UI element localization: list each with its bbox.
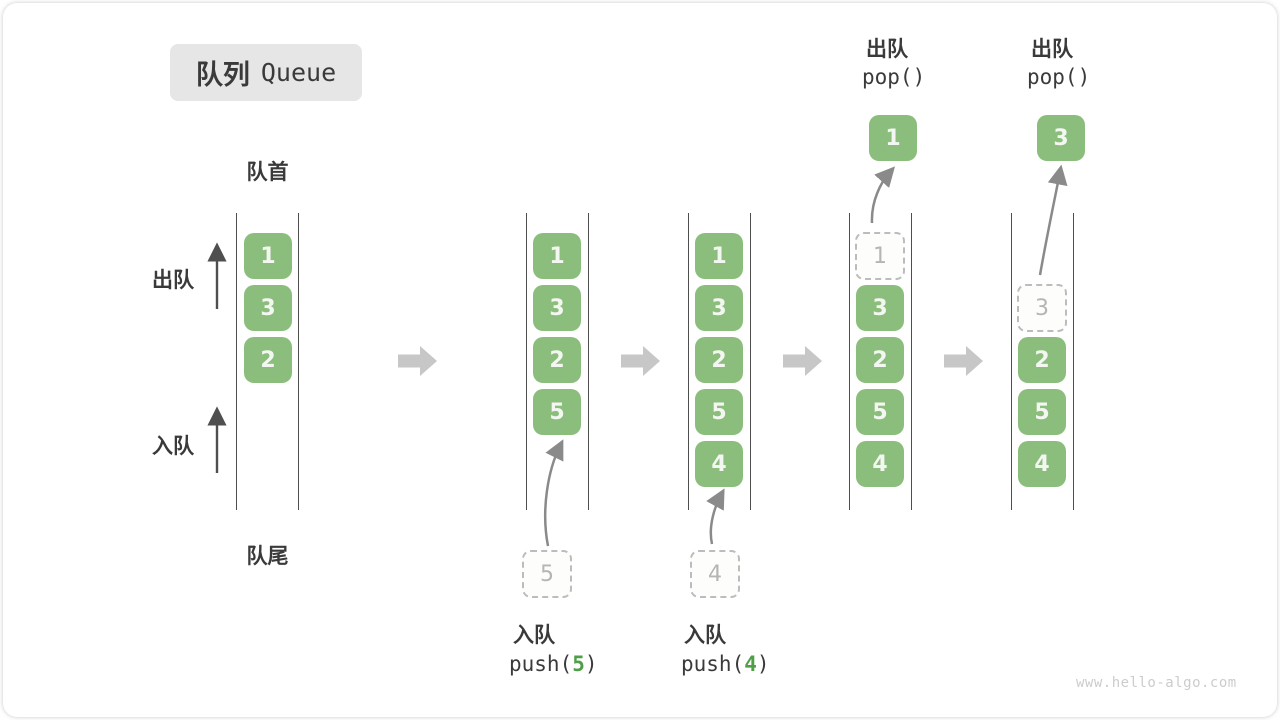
enqueue-label: 入队 xyxy=(152,434,194,458)
push-arrow-icon xyxy=(543,439,564,547)
queue-channel-2 xyxy=(526,213,589,510)
pop1-op-code: pop() xyxy=(862,65,926,89)
code-arg: 4 xyxy=(744,652,757,676)
push5-op-code: push(5) xyxy=(509,652,598,676)
dequeued-ghost-slot: 1 xyxy=(855,232,905,280)
title-zh: 队列 xyxy=(195,60,250,91)
popped-item: 3 xyxy=(1037,115,1085,161)
queue-item: 1 xyxy=(244,233,292,279)
queue-item: 4 xyxy=(856,441,904,487)
queue-item: 3 xyxy=(244,285,292,331)
next-state-arrow-icon xyxy=(783,346,822,376)
pop2-op-label: 出队 xyxy=(1031,37,1073,61)
queue-item: 2 xyxy=(1018,337,1066,383)
staging-ghost-box: 4 xyxy=(690,550,740,598)
queue-item: 5 xyxy=(1018,389,1066,435)
pop2-op-code: pop() xyxy=(1027,65,1091,89)
pop-arrow-icon xyxy=(1038,164,1068,276)
queue-channel-5 xyxy=(1011,213,1074,510)
queue-rear-label: 队尾 xyxy=(246,544,289,568)
queue-item: 5 xyxy=(533,389,581,435)
queue-item: 3 xyxy=(856,285,904,331)
queue-item: 5 xyxy=(695,389,743,435)
title-en: Queue xyxy=(260,58,337,87)
queue-item: 1 xyxy=(533,233,581,279)
queue-channel-3 xyxy=(688,213,751,510)
dequeued-ghost-slot: 3 xyxy=(1017,284,1067,332)
popped-item: 1 xyxy=(869,115,917,161)
watermark: www.hello-algo.com xyxy=(1076,675,1237,691)
pop1-op-label: 出队 xyxy=(866,37,908,61)
next-state-arrow-icon xyxy=(398,346,437,376)
dequeue-up-arrow-icon xyxy=(207,242,227,309)
code-close: ) xyxy=(584,652,598,676)
queue-front-label: 队首 xyxy=(246,160,289,184)
queue-item: 2 xyxy=(856,337,904,383)
push4-op-code: push(4) xyxy=(681,652,770,676)
queue-item: 2 xyxy=(244,337,292,383)
title-box: 队列 Queue xyxy=(170,44,362,101)
queue-channel-1 xyxy=(236,213,299,510)
next-state-arrow-icon xyxy=(621,346,660,376)
code-arg: 5 xyxy=(572,652,585,676)
next-state-arrow-icon xyxy=(944,346,983,376)
pop-arrow-icon xyxy=(870,166,896,224)
code-close: ) xyxy=(756,652,770,676)
code-fn: push( xyxy=(681,652,745,676)
queue-item: 5 xyxy=(856,389,904,435)
queue-item: 2 xyxy=(533,337,581,383)
push4-op-label: 入队 xyxy=(684,623,726,647)
queue-item: 1 xyxy=(695,233,743,279)
queue-item: 3 xyxy=(533,285,581,331)
dequeue-label: 出队 xyxy=(152,268,194,292)
queue-item: 2 xyxy=(695,337,743,383)
enqueue-up-arrow-icon xyxy=(207,406,227,473)
push5-op-label: 入队 xyxy=(513,623,555,647)
queue-item: 4 xyxy=(695,441,743,487)
queue-item: 4 xyxy=(1018,441,1066,487)
staging-ghost-box: 5 xyxy=(522,550,572,598)
push-arrow-icon xyxy=(706,488,725,545)
queue-channel-4 xyxy=(849,213,912,510)
code-fn: push( xyxy=(509,652,573,676)
queue-item: 3 xyxy=(695,285,743,331)
